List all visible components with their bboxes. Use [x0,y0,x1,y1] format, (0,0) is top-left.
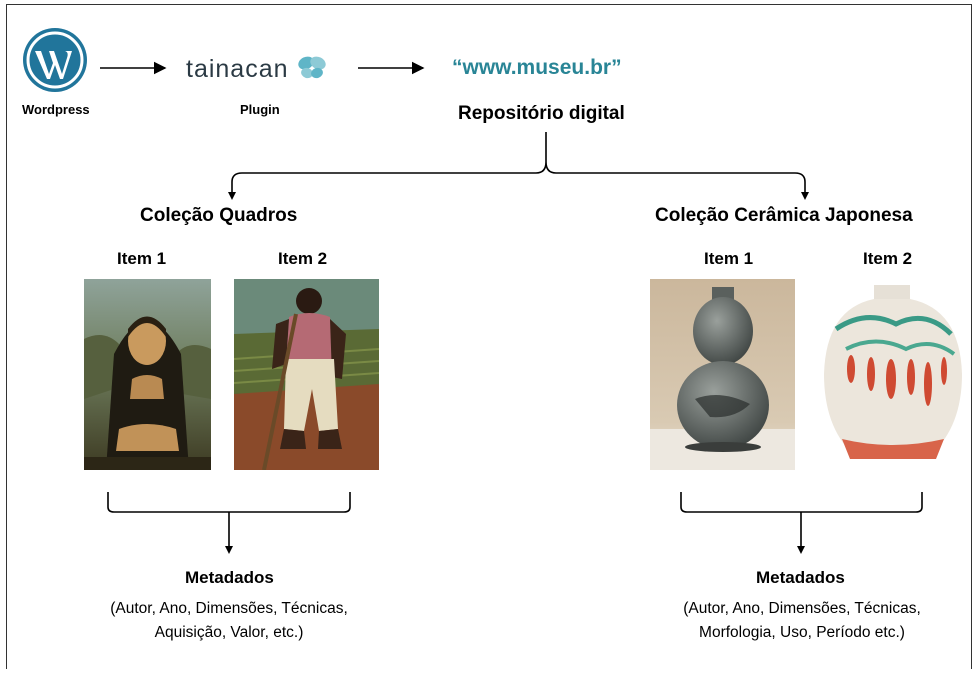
tainacan-logo-text: Tainacan [186,55,289,83]
metadata-title: Metadados [185,568,274,587]
site-url: “www.museu.br” [452,56,622,79]
metadata-title: Metadados [756,568,845,587]
item-label: Item 1 [704,249,754,268]
metadata-line: (Autor, Ano, Dimensões, Técnicas, [110,600,348,617]
wisteria-jar-image [816,279,968,470]
item-label: Item 2 [863,249,913,268]
arrow-down-icon [228,192,236,200]
metadata-line: (Autor, Ano, Dimensões, Técnicas, [683,600,921,617]
left-items-brace [107,492,351,548]
repository-label: Repositório digital [458,103,625,124]
tainacan-butterfly-icon [298,56,326,79]
wordpress-logo-icon [22,27,88,93]
right-items-brace [680,492,923,548]
wordpress-label: Wordpress [22,102,90,117]
metadata-description: (Autor, Ano, Dimensões, Técnicas, Aquisi… [79,597,379,645]
tainacan-logo: Tainacan [186,55,327,83]
metadata-description: (Autor, Ano, Dimensões, Técnicas, Morfol… [652,597,952,645]
item-label: Item 1 [117,249,167,268]
arrow-down-icon [801,192,809,200]
gourd-vase-image [650,279,795,470]
collection-title-quadros: Coleção Quadros [140,205,298,226]
repository-branch-brace [231,132,806,197]
plugin-label: Plugin [240,102,280,117]
diagram-frame [6,4,972,669]
item-label: Item 2 [278,249,328,268]
metadata-line: Aquisição, Valor, etc.) [154,624,304,641]
collection-title-ceramica: Coleção Cerâmica Japonesa [655,205,913,226]
arrow-down-icon [225,546,233,554]
metadata-line: Morfologia, Uso, Período etc.) [699,624,905,641]
wisteria-pattern [834,315,956,406]
painting-worker-image [234,279,379,470]
arrow-down-icon [797,546,805,554]
painting-mona-lisa-image [84,279,211,470]
